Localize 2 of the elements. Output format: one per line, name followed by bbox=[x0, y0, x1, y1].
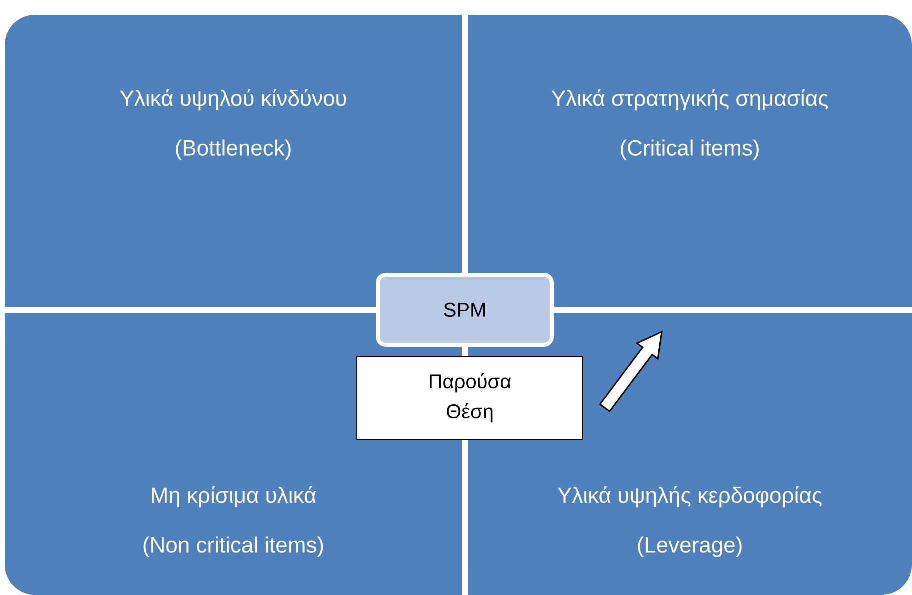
label-box: SPM bbox=[376, 273, 554, 347]
position-box: Παρούσα Θέση bbox=[356, 356, 584, 440]
